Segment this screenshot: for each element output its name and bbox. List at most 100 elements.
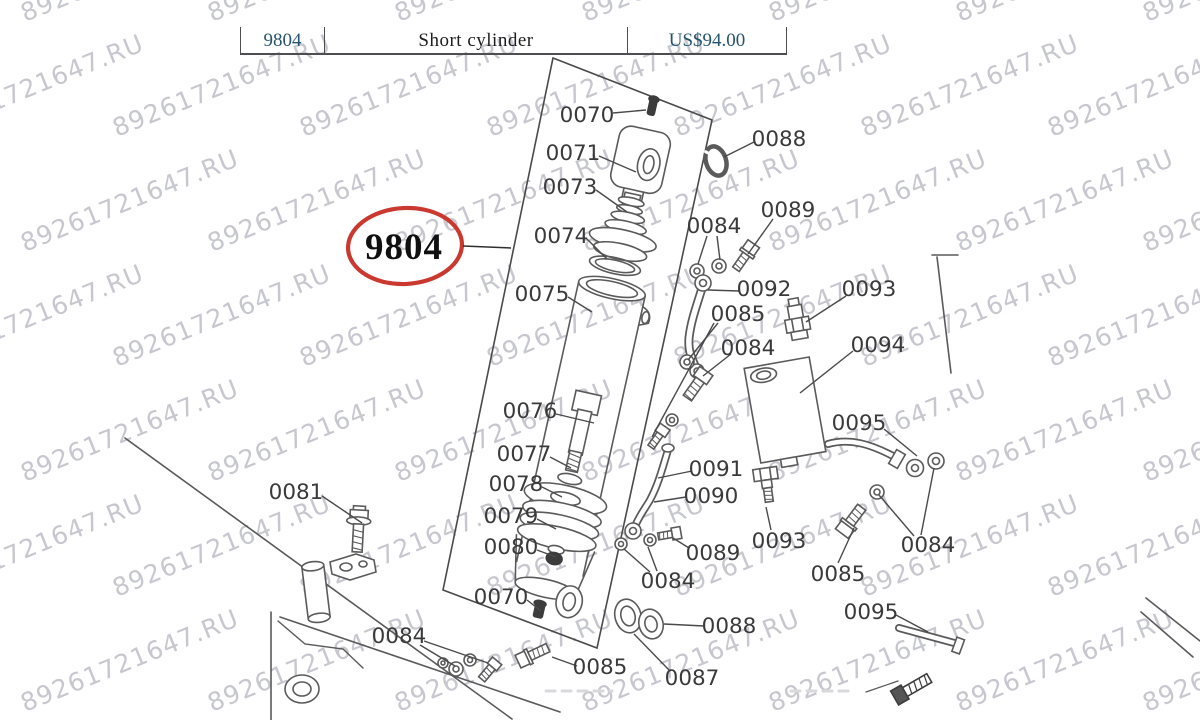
- bolt-0085-mid2: [646, 422, 672, 451]
- washer-0084: [463, 653, 477, 667]
- leader-line: [895, 614, 929, 633]
- fitting-0093-top: [783, 296, 812, 342]
- part-label-0095: 0095: [844, 600, 899, 625]
- pipe-0090-0091: [624, 443, 675, 540]
- leader-line: [567, 296, 593, 313]
- bolt-0070-top: [646, 95, 660, 117]
- part-label-0085: 0085: [711, 302, 766, 327]
- leader-line: [633, 633, 671, 672]
- leader-line: [805, 295, 847, 323]
- part-label-0091: 0091: [689, 457, 744, 482]
- leader-line: [423, 640, 489, 664]
- part-label-0073: 0073: [543, 175, 598, 200]
- leader-line: [883, 428, 918, 457]
- leader-line: [536, 518, 557, 530]
- bolt-0089-lower: [656, 525, 683, 541]
- hose-0095-upper: [824, 437, 925, 478]
- part-label-0071: 0071: [546, 141, 601, 166]
- leader-line: [612, 109, 647, 114]
- part-label-0070: 0070: [474, 585, 529, 610]
- leader-line: [647, 546, 658, 572]
- ring-0084: [927, 452, 945, 470]
- highlight-ellipse: [345, 205, 465, 287]
- seal-ring-0087: [613, 598, 643, 634]
- part-label-0095: 0095: [832, 411, 887, 436]
- leader-line: [672, 537, 690, 549]
- bolt-bottom-right: [889, 672, 933, 707]
- bolt-0085-right: [834, 503, 867, 540]
- leader-line: [651, 322, 715, 438]
- line-art: [124, 56, 1200, 720]
- leader-line: [551, 656, 578, 667]
- table-cell-part-name: Short cylinder: [325, 27, 628, 55]
- washer-0084: [448, 661, 464, 677]
- part-labels-layer: 0070 0088 0071 0073 0089 0084 0074 0092 0093 0075…: [269, 103, 956, 691]
- hose-0095-lower: [895, 624, 966, 655]
- part-label-0080: 0080: [484, 535, 539, 560]
- leader-line: [526, 599, 542, 612]
- leader-line: [595, 189, 628, 213]
- bolt-0085-bottom: [514, 642, 551, 670]
- part-label-0092: 0092: [737, 277, 792, 302]
- leader-line: [765, 506, 772, 531]
- leader-line: [419, 644, 456, 667]
- washer-0084: [711, 258, 727, 274]
- fitting-bottom-left: [477, 655, 503, 683]
- leader-line: [321, 495, 363, 524]
- leader-line: [586, 238, 608, 260]
- frame-boss: [284, 674, 320, 704]
- clamp-plate: [329, 553, 377, 581]
- bolt-0081: [345, 504, 372, 554]
- leader-line: [536, 549, 557, 558]
- part-label-0087: 0087: [665, 666, 720, 691]
- part-label-0084: 0084: [687, 214, 742, 239]
- leader-line: [663, 623, 705, 627]
- leader-line: [920, 467, 935, 536]
- bolt-0070-bottom: [532, 599, 547, 619]
- seal-ring-0088-bottom: [637, 608, 665, 640]
- leader-line: [697, 235, 708, 265]
- leader-line: [799, 350, 854, 394]
- part-label-0074: 0074: [534, 224, 589, 249]
- leader-line: [878, 494, 915, 537]
- part-label-0076: 0076: [503, 399, 558, 424]
- part-label-0085: 0085: [811, 562, 866, 587]
- washer-0084: [643, 533, 657, 547]
- leader-line: [623, 548, 651, 573]
- part-label-0088: 0088: [702, 614, 757, 639]
- table-cell-price: US$94.00: [628, 27, 787, 55]
- part-label-0088: 0088: [752, 127, 807, 152]
- part-label-0075: 0075: [515, 282, 570, 307]
- leader-line: [555, 413, 595, 424]
- highlight-callout: 9804: [345, 205, 512, 287]
- washer-0084: [679, 354, 695, 370]
- cylinder-stack: [514, 95, 672, 619]
- part-label-0081: 0081: [269, 480, 324, 505]
- seal-ring-0074: [588, 255, 642, 277]
- offscreen-part-edges: [931, 254, 1200, 658]
- fitting-0093-bottom: [751, 465, 780, 504]
- leader-line: [657, 470, 693, 479]
- leader-line: [541, 486, 563, 498]
- leader-line: [837, 527, 855, 564]
- snap-ring-0088: [703, 144, 729, 178]
- bolt-0089-upper: [731, 238, 761, 273]
- part-label-0079: 0079: [484, 504, 539, 529]
- leader-line: [716, 235, 721, 261]
- part-label-0077: 0077: [497, 442, 552, 467]
- part-label-0090: 0090: [684, 484, 739, 509]
- leader-line: [702, 353, 732, 377]
- washer-0084: [869, 484, 885, 500]
- washer-0084: [614, 537, 628, 551]
- part-label-0085: 0085: [573, 655, 628, 680]
- rod-end-0071: [609, 125, 672, 203]
- leader-line: [549, 456, 572, 469]
- part-label-0093: 0093: [752, 529, 807, 554]
- part-label-0084: 0084: [641, 569, 696, 594]
- part-label-0078: 0078: [489, 472, 544, 497]
- part-label-0089: 0089: [761, 198, 816, 223]
- part-label-0084: 0084: [721, 336, 776, 361]
- gland-0073: [588, 210, 657, 263]
- leader-line: [653, 496, 687, 503]
